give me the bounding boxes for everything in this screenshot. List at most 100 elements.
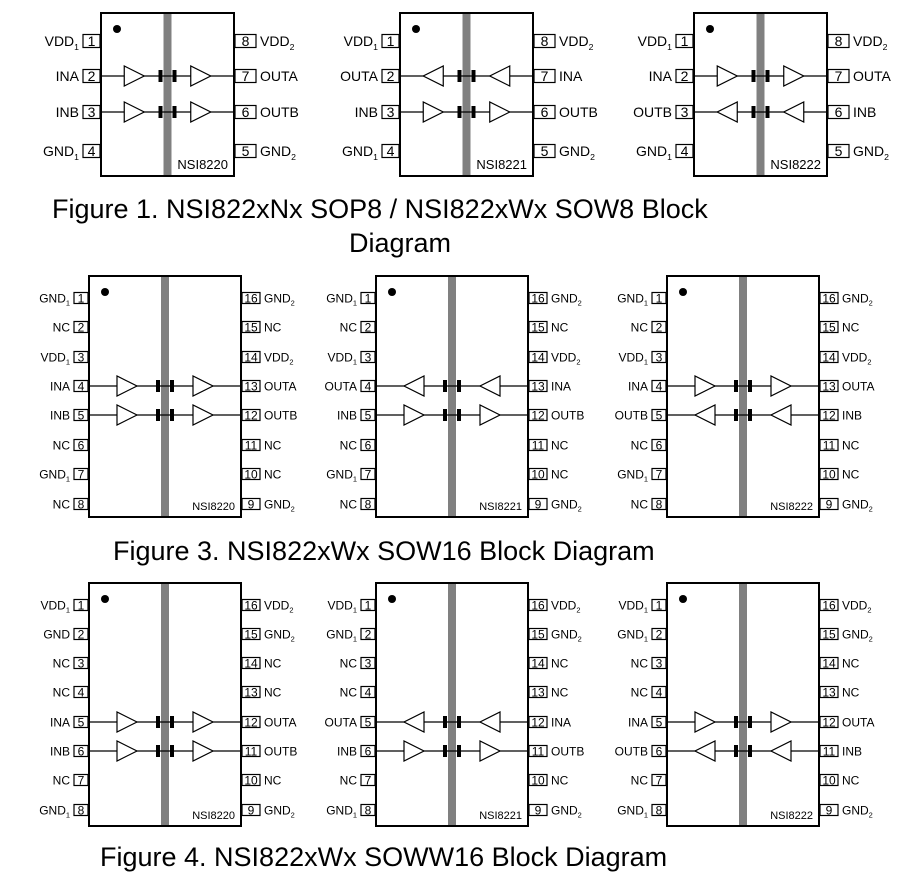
- pin-number-left-4: 4: [78, 685, 85, 699]
- pin-name-right-16: GND2: [264, 291, 295, 307]
- pin-name-left-3: INB: [56, 104, 79, 120]
- pin-name-right-8: VDD2: [559, 33, 594, 52]
- barrier-coupler: [734, 716, 738, 728]
- pin-name-left-7: GND1: [326, 467, 357, 483]
- pin-number-right-14: 14: [244, 350, 258, 364]
- pin-name-right-9: GND2: [842, 497, 873, 513]
- pin-name-right-11: OUTB: [264, 744, 297, 758]
- pin-number-left-3: 3: [656, 350, 663, 364]
- pin-number-left-6: 6: [78, 744, 85, 758]
- pin-name-right-15: NC: [842, 320, 860, 334]
- pin-number-right-5: 5: [835, 143, 843, 159]
- isolation-barrier: [756, 14, 765, 175]
- pin-number-left-6: 6: [656, 438, 663, 452]
- pin1-dot-icon: [101, 288, 109, 296]
- pin-box-right-8: [827, 33, 850, 49]
- pin-number-right-12: 12: [244, 715, 258, 729]
- pin-box-right-13: [819, 379, 839, 393]
- pin-box-left-1: [381, 33, 400, 49]
- pin-name-left-3: OUTB: [633, 104, 672, 120]
- pin-box-left-1: [651, 598, 667, 612]
- pin-number-right-11: 11: [823, 438, 836, 452]
- pin-number-right-6: 6: [541, 104, 549, 120]
- part-number-label: NSI8220: [192, 810, 235, 822]
- part-number-label: NSI8221: [479, 810, 522, 822]
- barrier-coupler: [170, 380, 174, 392]
- pin-name-right-14: VDD2: [842, 350, 871, 366]
- pin-name-left-8: GND1: [326, 803, 357, 819]
- pin-box-left-7: [360, 467, 376, 481]
- pin-name-left-2: INA: [56, 68, 80, 84]
- pin-number-right-16: 16: [531, 598, 545, 612]
- pin-box-right-10: [819, 467, 839, 481]
- buffer-triangle-icon: [116, 740, 139, 762]
- pin-number-left-7: 7: [365, 467, 372, 481]
- pin-name-left-8: GND1: [617, 803, 648, 819]
- pin-number-left-1: 1: [78, 598, 85, 612]
- part-number-label: NSI8222: [770, 157, 821, 172]
- pin-box-right-6: [533, 104, 556, 120]
- pin-name-left-8: GND1: [39, 803, 70, 819]
- pin-box-right-12: [528, 715, 548, 729]
- pin-name-right-16: GND2: [551, 291, 582, 307]
- pin-number-left-4: 4: [681, 143, 689, 159]
- pin-name-right-16: GND2: [842, 291, 873, 307]
- pin-box-right-12: [241, 408, 261, 422]
- barrier-coupler: [457, 716, 461, 728]
- pin-number-right-15: 15: [244, 320, 258, 334]
- pin1-dot-icon: [113, 25, 121, 33]
- pin-name-right-8: VDD2: [853, 33, 888, 52]
- pin-name-left-6: INB: [50, 744, 70, 758]
- pin-name-right-12: OUTB: [264, 408, 297, 422]
- pin-number-right-13: 13: [244, 685, 258, 699]
- pin-name-left-1: GND1: [39, 291, 70, 307]
- pin-number-right-7: 7: [541, 68, 549, 84]
- pin-box-right-7: [234, 68, 257, 84]
- pin-box-left-6: [360, 744, 376, 758]
- barrier-coupler: [765, 106, 770, 118]
- buffer-triangle-icon: [478, 375, 501, 397]
- pin-name-left-8: NC: [631, 497, 649, 511]
- pin-number-left-7: 7: [656, 773, 663, 787]
- buffer-triangle-icon: [192, 711, 215, 733]
- isolation-barrier: [161, 277, 169, 516]
- pin-name-left-5: INB: [50, 408, 70, 422]
- pin-number-left-8: 8: [656, 497, 663, 511]
- pin-box-left-7: [651, 773, 667, 787]
- pin-number-right-15: 15: [822, 320, 836, 334]
- buffer-triangle-icon: [192, 375, 215, 397]
- pin-name-right-10: NC: [551, 773, 569, 787]
- pin-box-right-16: [241, 598, 261, 612]
- part-number-label: NSI8220: [177, 157, 228, 172]
- pin-number-right-14: 14: [531, 350, 545, 364]
- isolation-barrier: [163, 14, 172, 175]
- pin-name-left-1: VDD1: [619, 598, 648, 614]
- pin-number-left-3: 3: [387, 104, 395, 120]
- pin-name-left-2: GND: [43, 627, 70, 641]
- pin-box-right-15: [819, 320, 839, 334]
- pin-name-left-1: VDD1: [344, 33, 379, 52]
- package-body: [693, 12, 828, 177]
- pin-box-right-12: [819, 408, 839, 422]
- pin-number-left-2: 2: [88, 68, 96, 84]
- pin-number-right-16: 16: [531, 291, 545, 305]
- pin-number-left-4: 4: [387, 143, 395, 159]
- pin-box-right-11: [241, 744, 261, 758]
- pin1-dot-icon: [412, 25, 420, 33]
- pin-name-right-12: INB: [842, 408, 862, 422]
- pin-number-left-6: 6: [365, 438, 372, 452]
- pin-number-left-2: 2: [656, 320, 663, 334]
- buffer-triangle-icon: [123, 101, 146, 123]
- barrier-coupler: [443, 380, 447, 392]
- pin-box-left-3: [82, 104, 101, 120]
- pin1-dot-icon: [679, 595, 687, 603]
- pin-box-right-9: [528, 497, 548, 511]
- pin-number-left-8: 8: [365, 497, 372, 511]
- pin-number-left-3: 3: [656, 656, 663, 670]
- barrier-coupler: [471, 70, 476, 82]
- pin-box-left-2: [82, 68, 101, 84]
- pin-box-right-15: [241, 320, 261, 334]
- pin-number-left-2: 2: [365, 320, 372, 334]
- pin-box-right-5: [827, 143, 850, 159]
